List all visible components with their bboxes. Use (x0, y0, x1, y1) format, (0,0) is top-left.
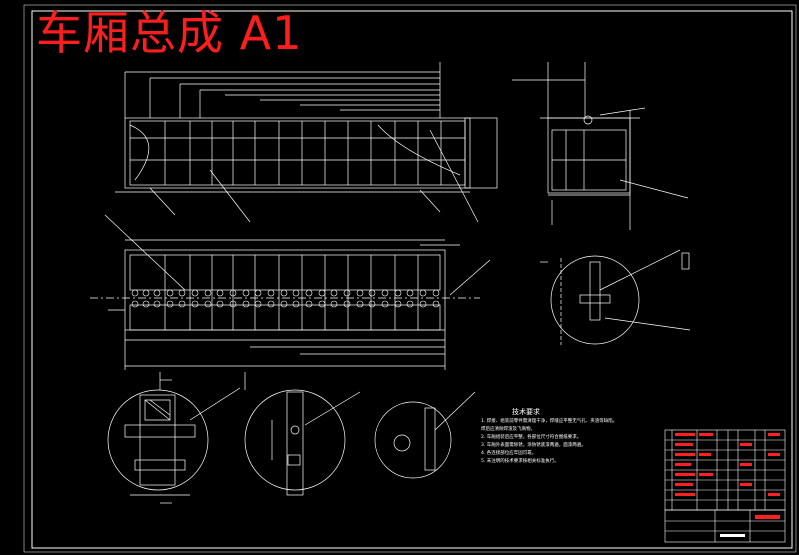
section-markers (160, 261, 548, 504)
technical-note-line: 3. 车厢外表面需除锈，涂防锈底漆两遍，面漆两遍。 (481, 443, 586, 448)
side-view (512, 62, 689, 230)
drawing-border (31, 10, 793, 549)
technical-note-line: 焊后应清除焊渣及飞溅物。 (481, 427, 535, 432)
top-view (115, 62, 498, 223)
front-view (90, 214, 491, 370)
technical-note-line: 5. 未注明的技术要求按相关标准执行。 (481, 459, 559, 464)
section-detail-2 (244, 389, 361, 496)
section-detail-1 (107, 372, 241, 496)
detail-a (550, 249, 691, 345)
technical-note-line: 2. 车厢组装后应平整，各部位尺寸符合图纸要求。 (481, 435, 582, 440)
technical-notes-title: 技术要求 (512, 408, 540, 416)
technical-note-line: 4. 各连接部位应牢固可靠。 (481, 451, 537, 456)
drawing-title: 车厢总成 A1 (36, 6, 303, 60)
title-block (664, 509, 786, 543)
technical-note-line: 1. 焊接、组装前零件需清理干净，焊缝应平整无气孔、夹渣等缺陷。 (481, 419, 618, 424)
section-detail-3 (374, 391, 476, 479)
technical-notes: 1. 焊接、组装前零件需清理干净，焊缝应平整无气孔、夹渣等缺陷。 焊后应清除焊渣… (481, 418, 661, 466)
